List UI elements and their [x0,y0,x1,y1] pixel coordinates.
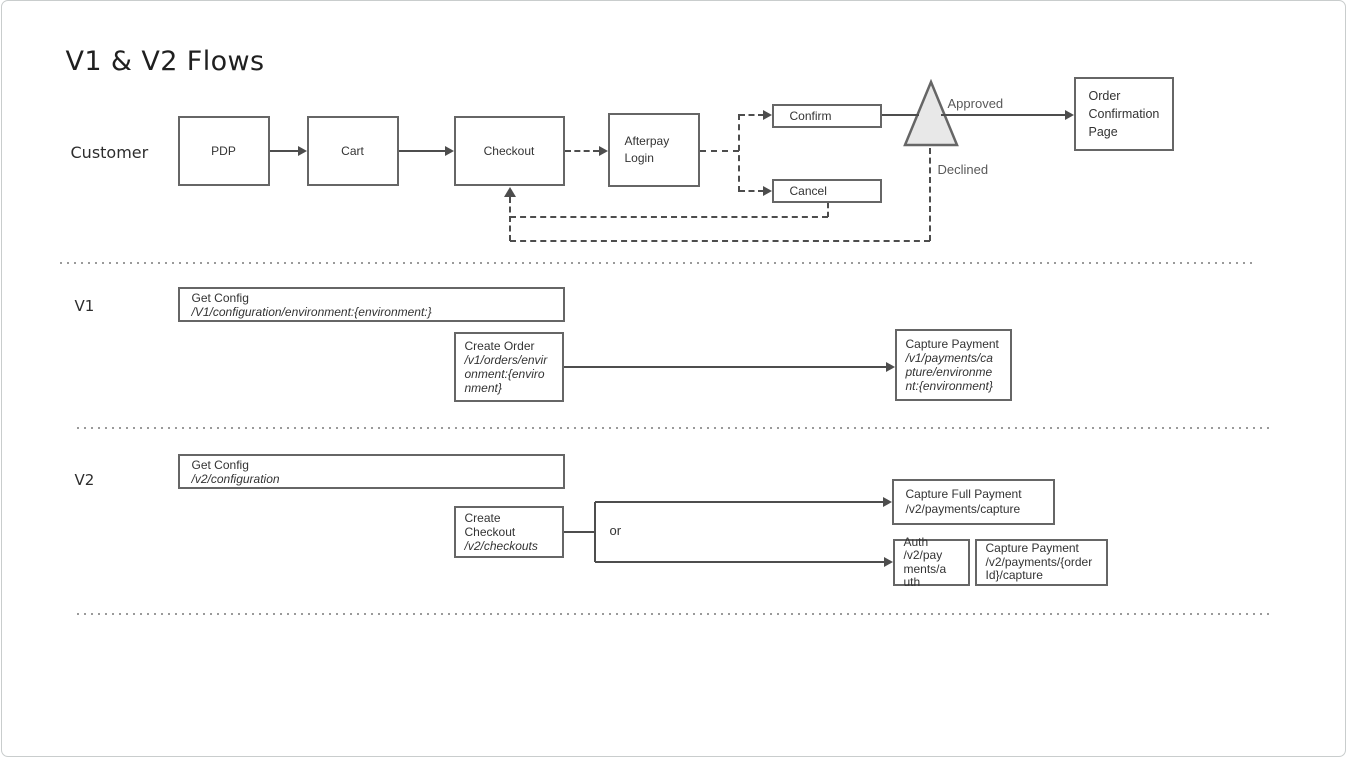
arrowhead-icon [598,146,608,156]
node-v2-auth-path: /v2/payments/auth [903,548,947,589]
node-v2-create-checkout-title: Create Checkout [464,511,516,539]
connector-cart-checkout [398,150,446,152]
arrowhead-icon [762,110,772,120]
connector-v2-or-auth [594,561,885,563]
node-checkout-label: Checkout [483,144,535,158]
node-cancel: Cancel [771,179,882,203]
connector-pdp-cart [269,150,300,152]
page-title: V1 & V2 Flows [65,46,265,77]
node-v1-create-order-title: Create Order [464,339,535,353]
connector-v1-create-capture [563,366,887,368]
node-v2-capture-payment-title: Capture Payment [985,541,1079,556]
node-v1-create-order: Create Order /v1/orders/environment:{env… [453,332,564,402]
node-v2-auth-title: Auth [903,534,929,549]
lane-label-customer: Customer [70,143,149,162]
connector-split-confirm [738,114,764,116]
node-v1-capture-payment-title: Capture Payment [905,337,999,351]
arrowhead-icon [762,186,772,196]
connector-declined-return [509,240,930,242]
node-afterpay-login-label: Afterpay Login [624,134,670,165]
lane-separator [76,427,1271,429]
node-v1-create-order-path: /v1/orders/environment:{environment} [464,353,548,395]
arrowhead-icon [882,497,892,507]
edge-label-or: or [609,523,622,538]
node-checkout: Checkout [453,116,565,186]
node-v1-capture-payment: Capture Payment /v1/payments/capture/env… [894,329,1012,401]
connector-confirm-decision [881,114,919,116]
node-v1-get-config: Get Config /V1/configuration/environment… [177,287,565,322]
node-v2-get-config-title: Get Config [191,457,249,472]
node-v2-capture-full-payment: Capture Full Payment /v2/payments/captur… [891,479,1055,525]
node-v2-auth: Auth /v2/payments/auth [892,534,970,589]
connector-cancel-down [826,203,829,217]
node-afterpay-login: Afterpay Login [607,113,700,187]
arrowhead-icon [883,557,893,567]
node-v1-capture-payment-path: /v1/payments/capture/environment:{enviro… [905,351,993,393]
node-confirm: Confirm [771,104,882,128]
node-order-confirmation-page: Order Confirmation Page [1073,77,1174,151]
node-v2-capture-payment: Capture Payment /v2/payments/{orderId}/c… [974,539,1108,586]
node-confirm-label: Confirm [789,109,832,123]
lane-label-v1: V1 [74,297,95,315]
connector-decision-orderconf [940,114,1066,116]
arrowhead-icon [297,146,307,156]
node-v1-get-config-title: Get Config [191,290,249,305]
node-pdp-label: PDP [211,144,236,158]
connector-split-cancel [738,190,764,192]
node-v2-get-config: Get Config /v2/configuration [177,454,565,489]
connector-afterpay-split [699,150,739,152]
connector-split-vertical [737,114,740,192]
connector-v2-or-capturefull [594,501,884,503]
arrowhead-icon [444,146,454,156]
node-pdp: PDP [177,116,270,186]
connector-cancel-return [509,216,828,218]
node-v2-get-config-path: /v2/configuration [191,471,280,486]
arrowhead-icon [1064,110,1074,120]
decision-triangle [902,79,959,147]
edge-label-declined: Declined [937,162,989,177]
lane-separator [76,613,1271,615]
node-v2-create-checkout-path: /v2/checkouts [464,539,538,553]
node-order-confirmation-label: Order Confirmation Page [1088,89,1160,139]
connector-checkout-afterpay [564,150,599,152]
connector-declined-down [928,148,931,241]
connector-v2-or-split [593,502,596,562]
edge-label-approved: Approved [947,96,1004,111]
lane-separator [59,262,1255,264]
node-v2-create-checkout: Create Checkout /v2/checkouts [453,506,564,558]
lane-label-v2: V2 [74,471,95,489]
node-v2-capture-payment-path: /v2/payments/{orderId}/capture [985,554,1093,583]
node-cancel-label: Cancel [789,184,827,198]
node-v1-get-config-path: /V1/configuration/environment:{environme… [191,304,432,319]
node-v2-capture-full-payment-title: Capture Full Payment [905,487,1022,501]
node-cart-label: Cart [341,144,364,158]
arrowhead-icon [503,187,516,197]
node-v2-capture-full-payment-path: /v2/payments/capture [905,502,1021,516]
arrowhead-icon [885,362,895,372]
connector-return-up [508,197,511,241]
connector-v2-create-or [563,531,595,533]
node-cart: Cart [306,116,399,186]
